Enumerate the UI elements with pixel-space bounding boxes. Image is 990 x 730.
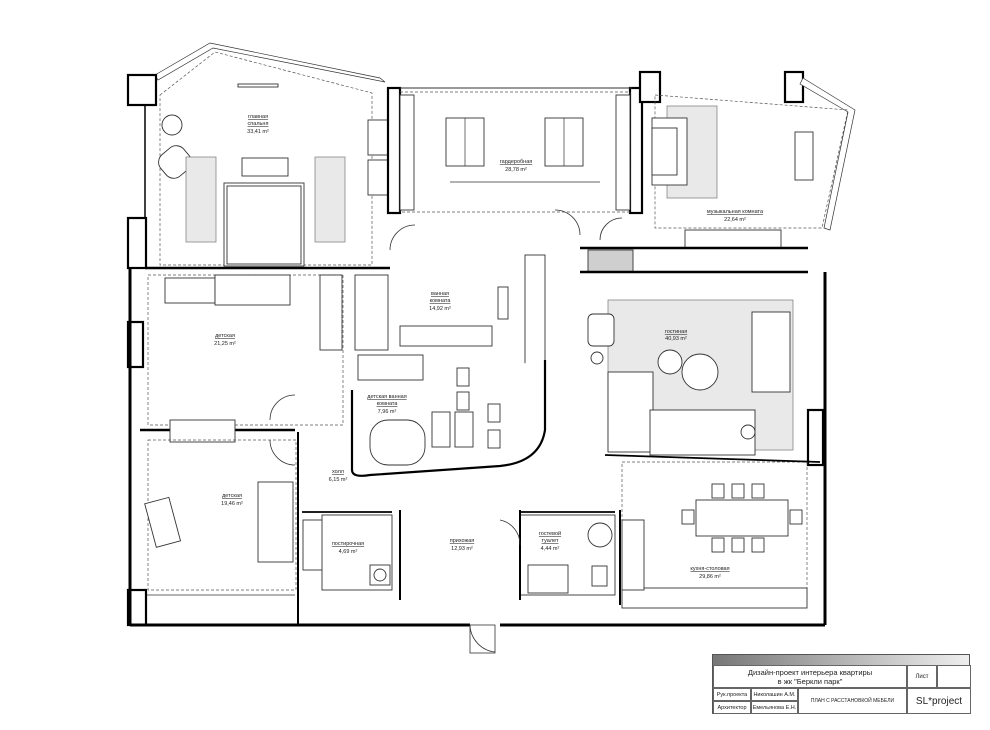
doors: [269, 209, 623, 654]
svg-text:4,44 m²: 4,44 m²: [541, 546, 560, 552]
title-block: Дизайн-проект интерьера квартиры в жк "Б…: [712, 654, 971, 714]
room-labels: главная спальня 33,41 m² гардеробная 28,…: [214, 114, 764, 580]
person-project-lead: Николашин А.М.: [751, 688, 798, 701]
svg-text:14,92 m²: 14,92 m²: [429, 306, 451, 312]
svg-text:40,93 m²: 40,93 m²: [665, 336, 687, 342]
guest-toilet-area: [519, 514, 616, 596]
outer-walls: [128, 268, 827, 627]
svg-text:детская: детская: [222, 493, 242, 499]
company-name: SL*project: [907, 688, 971, 714]
sheet-number: [937, 665, 971, 688]
svg-text:28,78 m²: 28,78 m²: [505, 167, 527, 173]
title-block-header-bar: [713, 655, 969, 665]
kitchen-dining-area: [621, 461, 808, 609]
label-master-bedroom-name: главная: [248, 114, 268, 120]
drawing-name: ПЛАН С РАССТАНОВКОЙ МЕБЕЛИ: [798, 688, 907, 714]
person-architect: Емельянова Е.Н.: [751, 701, 798, 714]
sheet-label: Лист: [907, 665, 937, 688]
svg-text:детская ванная: детская ванная: [367, 394, 406, 400]
project-title-line1: Дизайн-проект интерьера квартиры: [747, 667, 873, 677]
svg-text:7,96 m²: 7,96 m²: [378, 409, 397, 415]
role-architect: Архитектор: [713, 701, 751, 714]
svg-text:постирочная: постирочная: [332, 541, 364, 547]
svg-text:21,25 m²: 21,25 m²: [214, 341, 236, 347]
svg-text:6,15 m²: 6,15 m²: [329, 477, 348, 483]
svg-text:комната: комната: [377, 401, 399, 407]
svg-text:гардеробная: гардеробная: [500, 159, 533, 165]
svg-text:гостиная: гостиная: [665, 329, 687, 335]
svg-text:29,86 m²: 29,86 m²: [699, 574, 721, 580]
svg-text:комната: комната: [430, 298, 452, 304]
svg-text:холл: холл: [332, 469, 344, 475]
role-project-lead: Рук.проекта: [713, 688, 751, 701]
svg-text:кухня-столовая: кухня-столовая: [690, 566, 729, 572]
svg-text:33,41 m²: 33,41 m²: [247, 129, 269, 135]
svg-text:прихожая: прихожая: [450, 538, 475, 544]
svg-text:детская: детская: [215, 333, 235, 339]
dressing-room-area: [386, 86, 644, 215]
kids-bathroom-area: [350, 354, 547, 477]
living-room-area: [587, 299, 825, 467]
svg-text:спальня: спальня: [248, 121, 269, 127]
bathroom-area: [354, 254, 546, 376]
project-title-line2: в жк "Беркли парк": [777, 676, 843, 686]
svg-text:12,93 m²: 12,93 m²: [451, 546, 473, 552]
svg-text:22,64 m²: 22,64 m²: [724, 217, 746, 223]
svg-text:музыкальная комната: музыкальная комната: [707, 209, 764, 215]
svg-text:4,69 m²: 4,69 m²: [339, 549, 358, 555]
svg-text:ванная: ванная: [431, 291, 449, 297]
laundry-area: [302, 514, 393, 591]
kids-room-1-area: [126, 274, 344, 443]
svg-text:19,46 m²: 19,46 m²: [221, 501, 243, 507]
svg-text:гостевой: гостевой: [539, 530, 561, 537]
master-bedroom-area: [126, 42, 391, 270]
svg-text:туалет: туалет: [542, 538, 559, 544]
music-room-area: [587, 70, 856, 273]
project-title: Дизайн-проект интерьера квартиры в жк "Б…: [713, 665, 907, 688]
kids-room-2-area: [126, 439, 297, 627]
